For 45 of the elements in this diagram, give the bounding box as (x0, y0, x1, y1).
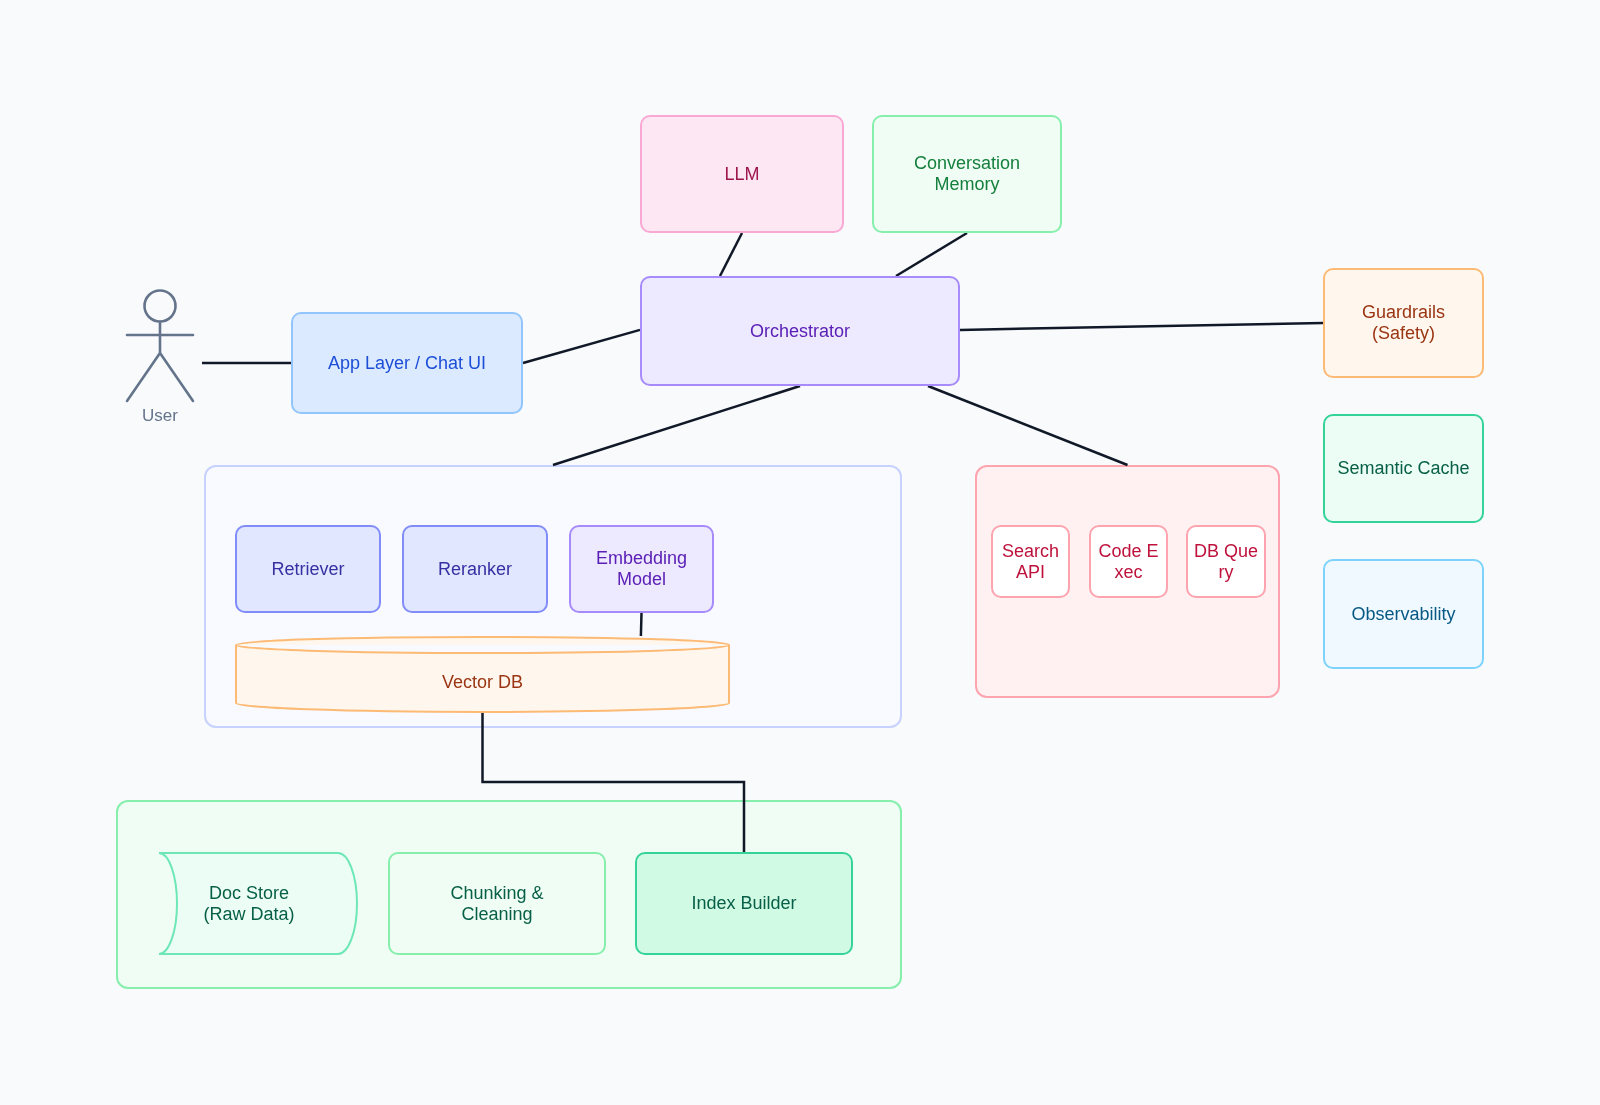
process-box (1323, 559, 1484, 669)
node-label: Reranker (438, 558, 512, 580)
node-label: Code Exec (1097, 540, 1160, 583)
connector-line (927, 384, 1128, 467)
connector-line (481, 713, 746, 852)
node-label: Guardrails (Safety) (1361, 302, 1446, 344)
process-box (1323, 268, 1484, 378)
connector-line (552, 384, 801, 467)
actor-label: User (142, 405, 178, 426)
process-box (388, 852, 606, 955)
process-box (991, 525, 1070, 598)
node-label: Vector DB (441, 672, 523, 693)
process-box (640, 115, 844, 233)
node-label: Embedding Model (594, 548, 689, 590)
node-label: Orchestrator (750, 320, 850, 342)
process-box (569, 525, 714, 613)
node-label: Doc Store (Raw Data) (202, 882, 296, 925)
connector-line (718, 232, 744, 277)
connector-line (959, 321, 1324, 332)
process-box (1186, 525, 1266, 598)
connector-line (522, 328, 641, 365)
node-label: Observability (1351, 603, 1456, 625)
process-box (1323, 414, 1484, 523)
node-label: LLM (724, 163, 760, 185)
process-box (872, 115, 1062, 233)
node-label: DB Query (1193, 540, 1259, 583)
process-box (402, 525, 548, 613)
process-box (235, 525, 381, 613)
connector-line (202, 361, 291, 365)
node-label: Chunking & Cleaning (449, 882, 545, 925)
connector-line (639, 612, 643, 637)
process-box (640, 276, 960, 386)
node-label: Retriever (271, 558, 345, 580)
process-box (635, 852, 853, 955)
node-label: Semantic Cache (1337, 458, 1470, 479)
group-panel (116, 800, 902, 989)
node-label: Search API (1000, 540, 1060, 583)
group-panel (975, 465, 1280, 698)
node-label: Conversation Memory (912, 153, 1022, 195)
process-box (1089, 525, 1168, 598)
node-label: App Layer / Chat UI (327, 352, 487, 374)
node-label: Index Builder (691, 893, 797, 914)
connector-line (895, 231, 968, 278)
group-panel (204, 465, 902, 728)
process-box (291, 312, 523, 414)
